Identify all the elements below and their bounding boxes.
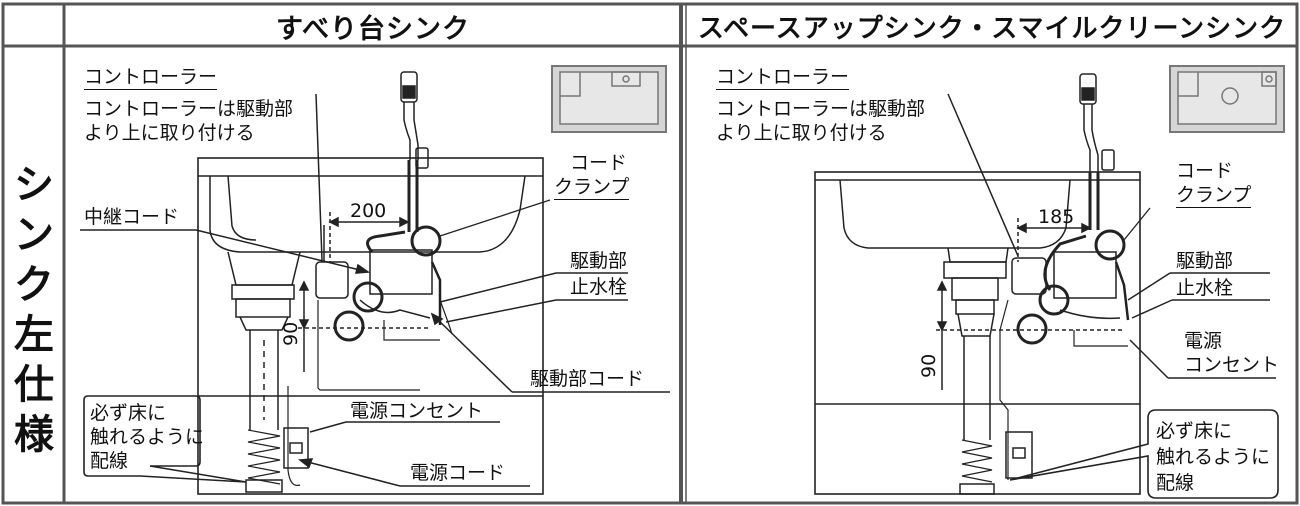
label-floor-note-1: 必ず床に bbox=[1156, 420, 1233, 442]
side-label-char: 様 bbox=[14, 412, 54, 458]
label-controller-note-2: より上に取り付ける bbox=[84, 122, 255, 144]
header-spaceup-sink: スペースアップシンク・スマイルクリーンシンク bbox=[697, 13, 1287, 44]
label-cord-clamp-2: クランプ bbox=[1176, 184, 1252, 208]
side-label-char: ク bbox=[14, 262, 54, 308]
side-label-char: シ bbox=[14, 162, 54, 208]
label-outlet-2: コンセント bbox=[1184, 354, 1280, 376]
side-label-char: 左 bbox=[14, 312, 54, 358]
label-cord-clamp-1: コード bbox=[570, 152, 628, 174]
label-controller-note-1: コントローラーは駆動部 bbox=[716, 98, 926, 120]
side-label: シ ン ク 左 仕 様 bbox=[6, 160, 62, 460]
side-label-char: 仕 bbox=[14, 362, 54, 408]
label-power-outlet: 電源コンセント bbox=[350, 400, 484, 422]
label-cord-clamp-2: クランプ bbox=[554, 176, 630, 200]
label-controller-note-2: より上に取り付ける bbox=[716, 122, 887, 144]
label-dimension-90: 90 bbox=[918, 353, 940, 378]
label-floor-note-2: 触れるように bbox=[90, 426, 205, 448]
label-dimension-200: 200 bbox=[350, 200, 387, 222]
label-drive-unit: 駆動部 bbox=[1176, 250, 1234, 272]
label-drive-unit: 駆動部 bbox=[570, 250, 628, 272]
label-floor-note-2: 触れるように bbox=[1156, 446, 1271, 468]
label-controller-note-1: コントローラーは駆動部 bbox=[84, 98, 294, 120]
label-floor-note-1: 必ず床に bbox=[90, 402, 167, 424]
label-dimension-90: 90 bbox=[280, 321, 302, 346]
label-controller: コントローラー bbox=[84, 66, 218, 90]
label-relay-cord: 中継コード bbox=[84, 206, 180, 228]
label-controller: コントローラー bbox=[716, 66, 850, 90]
label-floor-note-3: 配線 bbox=[90, 450, 129, 472]
label-floor-note-3: 配線 bbox=[1156, 472, 1195, 494]
label-stop-valve: 止水栓 bbox=[570, 276, 628, 298]
label-cord-clamp-1: コード bbox=[1176, 160, 1234, 182]
side-label-char: ン bbox=[14, 212, 54, 258]
label-dimension-185: 185 bbox=[1038, 206, 1075, 228]
label-drive-cord: 駆動部コード bbox=[530, 368, 645, 390]
label-outlet-1: 電源 bbox=[1184, 330, 1223, 352]
label-stop-valve: 止水栓 bbox=[1176, 277, 1234, 299]
label-power-cord: 電源コード bbox=[410, 462, 506, 484]
header-slide-sink: すべり台シンク bbox=[275, 13, 471, 45]
